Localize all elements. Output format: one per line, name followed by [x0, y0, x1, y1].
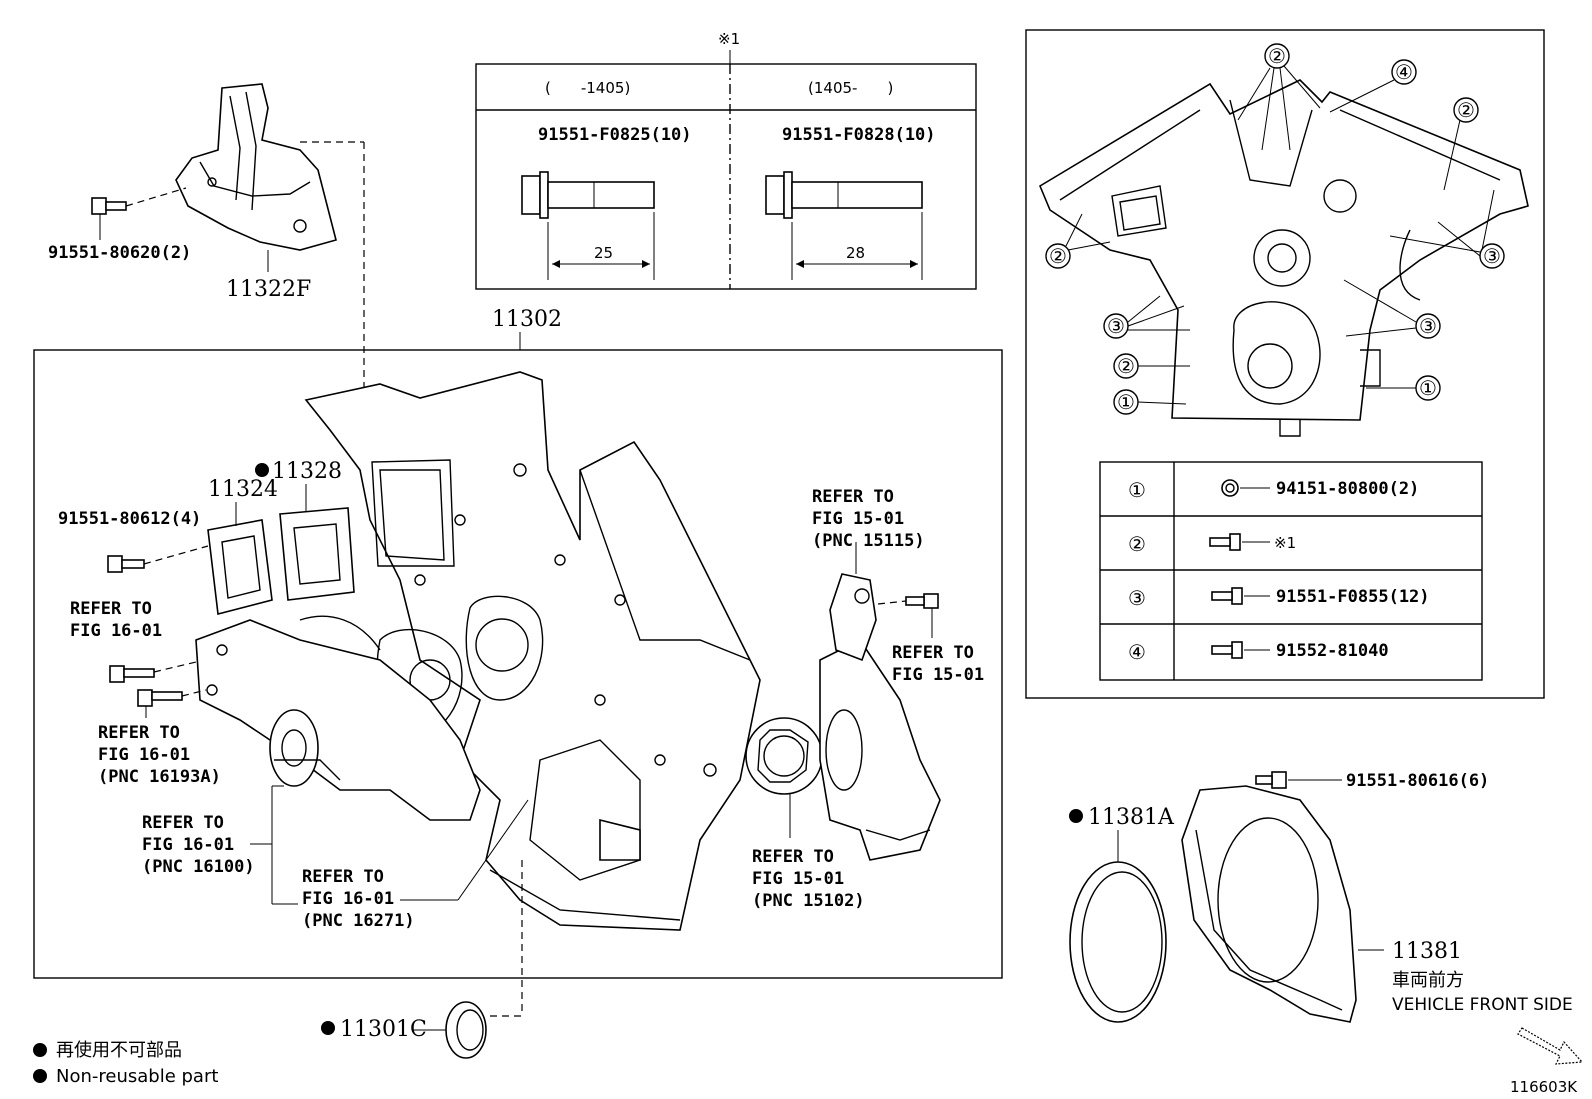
callout-2-left: ② — [1049, 244, 1067, 268]
nonreusable-dot-11328 — [255, 463, 269, 477]
legend-dot-icon — [33, 1043, 47, 1057]
table-col2-length: 28 — [846, 244, 865, 262]
callout-3-mid: ③ — [1419, 314, 1437, 338]
oil-seal-11381A-drawing — [1069, 861, 1167, 1023]
bolt-row-3-icon — [1211, 587, 1243, 605]
callout-1-left: ① — [1117, 390, 1135, 414]
callout-2-top: ② — [1268, 44, 1286, 68]
nonreusable-dot-11301C — [321, 1021, 335, 1035]
bolt-length-table: ※1 ( -1405) (1405- ) 91551-F0825(10) 915… — [475, 30, 977, 290]
bolt-fig15-icon — [905, 593, 939, 609]
label-refer-fig16-d-line3: (PNC 16271) — [302, 911, 415, 931]
label-refer-fig16-d-line1: REFER TO — [302, 867, 384, 887]
fastener-row-1-part: 94151-80800(2) — [1276, 479, 1419, 499]
bolt-fig16-a-icon — [109, 665, 155, 683]
table-col1-header: ( -1405) — [545, 79, 630, 97]
water-pump-drawing — [195, 615, 481, 821]
fastener-row-3-part: 91551-F0855(12) — [1276, 587, 1430, 607]
legend-dot-icon — [33, 1069, 47, 1083]
label-bolt-91551-80612: 91551-80612(4) — [58, 509, 201, 529]
bolt-long-icon — [765, 171, 923, 219]
nonreusable-dot-11381A — [1069, 809, 1083, 823]
fastener-row-3-key: ③ — [1128, 586, 1146, 610]
bolt-91551-80616-icon — [1255, 771, 1287, 789]
label-refer-fig15-a-line3: (PNC 15115) — [812, 531, 925, 551]
fastener-row-4-part: 91552-81040 — [1276, 641, 1389, 661]
callout-group: ② ④ ② ② ③ ③ ③ ② ① ① — [1045, 43, 1505, 415]
timing-cover-drawing — [304, 371, 761, 931]
fastener-row-2-key: ② — [1128, 532, 1146, 556]
label-part-11328: 11328 — [272, 459, 342, 484]
label-part-11322F: 11322F — [226, 277, 311, 302]
label-part-11324: 11324 — [208, 477, 278, 502]
callout-3-left: ③ — [1107, 314, 1125, 338]
legend-jp: 再使用不可部品 — [56, 1040, 182, 1061]
oil-pump-drawing — [745, 638, 941, 861]
note-mark-label: ※1 — [718, 30, 740, 48]
bracket-11322F-drawing — [175, 83, 337, 251]
bolt-position-frame — [1025, 29, 1545, 699]
label-bolt-91551-80620: 91551-80620(2) — [48, 243, 191, 263]
label-refer-fig16-b-line3: (PNC 16193A) — [98, 767, 221, 787]
table-col1-length: 25 — [594, 244, 613, 262]
bolt-91551-80620-icon — [91, 197, 127, 215]
callout-2-lower: ② — [1117, 354, 1135, 378]
callout-1-right: ① — [1419, 376, 1437, 400]
front-direction-arrow-icon — [1517, 1027, 1584, 1065]
bracket-15115-drawing — [829, 573, 877, 662]
label-refer-fig15-b-line2: FIG 15-01 — [892, 665, 984, 685]
bolt-row-4-icon — [1211, 641, 1243, 659]
bolt-short-icon — [521, 171, 655, 219]
fastener-row-4-key: ④ — [1128, 640, 1146, 664]
gasket-11324-drawing — [207, 519, 273, 616]
label-refer-fig16-a-line2: FIG 16-01 — [70, 621, 162, 641]
label-refer-fig16-d-line2: FIG 16-01 — [302, 889, 394, 909]
fastener-row-2-part: ※1 — [1274, 534, 1296, 552]
table-col2-part: 91551-F0828(10) — [782, 125, 936, 145]
fastener-row-1-key: ① — [1128, 478, 1146, 502]
label-refer-fig15-c-line1: REFER TO — [752, 847, 834, 867]
table-col1-part: 91551-F0825(10) — [538, 125, 692, 145]
label-refer-fig15-a-line1: REFER TO — [812, 487, 894, 507]
label-refer-fig15-c-line3: (PNC 15102) — [752, 891, 865, 911]
label-refer-fig16-b-line1: REFER TO — [98, 723, 180, 743]
nut-icon — [1221, 479, 1239, 497]
label-refer-fig15-b-line1: REFER TO — [892, 643, 974, 663]
seal-11301C-drawing — [445, 1001, 487, 1059]
label-figure-code: 116603K — [1510, 1078, 1578, 1096]
label-refer-fig16-c-line2: FIG 16-01 — [142, 835, 234, 855]
label-vehicle-front-en: VEHICLE FRONT SIDE — [1392, 995, 1573, 1015]
gasket-11328-drawing — [279, 507, 355, 601]
label-refer-fig15-c-line2: FIG 15-01 — [752, 869, 844, 889]
label-part-11302: 11302 — [492, 307, 562, 332]
bolt-fig16-b-icon — [137, 689, 183, 707]
legend-en: Non-reusable part — [56, 1066, 218, 1087]
label-refer-fig16-b-line2: FIG 16-01 — [98, 745, 190, 765]
callout-4: ④ — [1395, 60, 1413, 84]
callout-2-right: ② — [1457, 98, 1475, 122]
seal-retainer-11381-drawing — [1181, 785, 1357, 1023]
cover-outline-drawing — [1038, 79, 1529, 437]
label-bolt-91551-80616: 91551-80616(6) — [1346, 771, 1489, 791]
table-col2-header: (1405- ) — [808, 79, 893, 97]
fastener-table: ① 94151-80800(2) ② ※1 ③ 91551-F0855(12) … — [1099, 461, 1483, 681]
assembly-frame — [33, 349, 1003, 979]
callout-3-right: ③ — [1483, 244, 1501, 268]
legend: 再使用不可部品 Non-reusable part — [33, 1040, 218, 1087]
label-refer-fig16-a-line1: REFER TO — [70, 599, 152, 619]
label-part-11381: 11381 — [1392, 939, 1462, 964]
bolt-row-2-icon — [1209, 533, 1241, 551]
label-refer-fig16-c-line3: (PNC 16100) — [142, 857, 255, 877]
label-refer-fig16-c-line1: REFER TO — [142, 813, 224, 833]
label-part-11381A: 11381A — [1088, 805, 1175, 830]
label-refer-fig15-a-line2: FIG 15-01 — [812, 509, 904, 529]
bolt-91551-80612-icon — [107, 555, 145, 573]
label-vehicle-front-jp: 車両前方 — [1392, 970, 1464, 991]
